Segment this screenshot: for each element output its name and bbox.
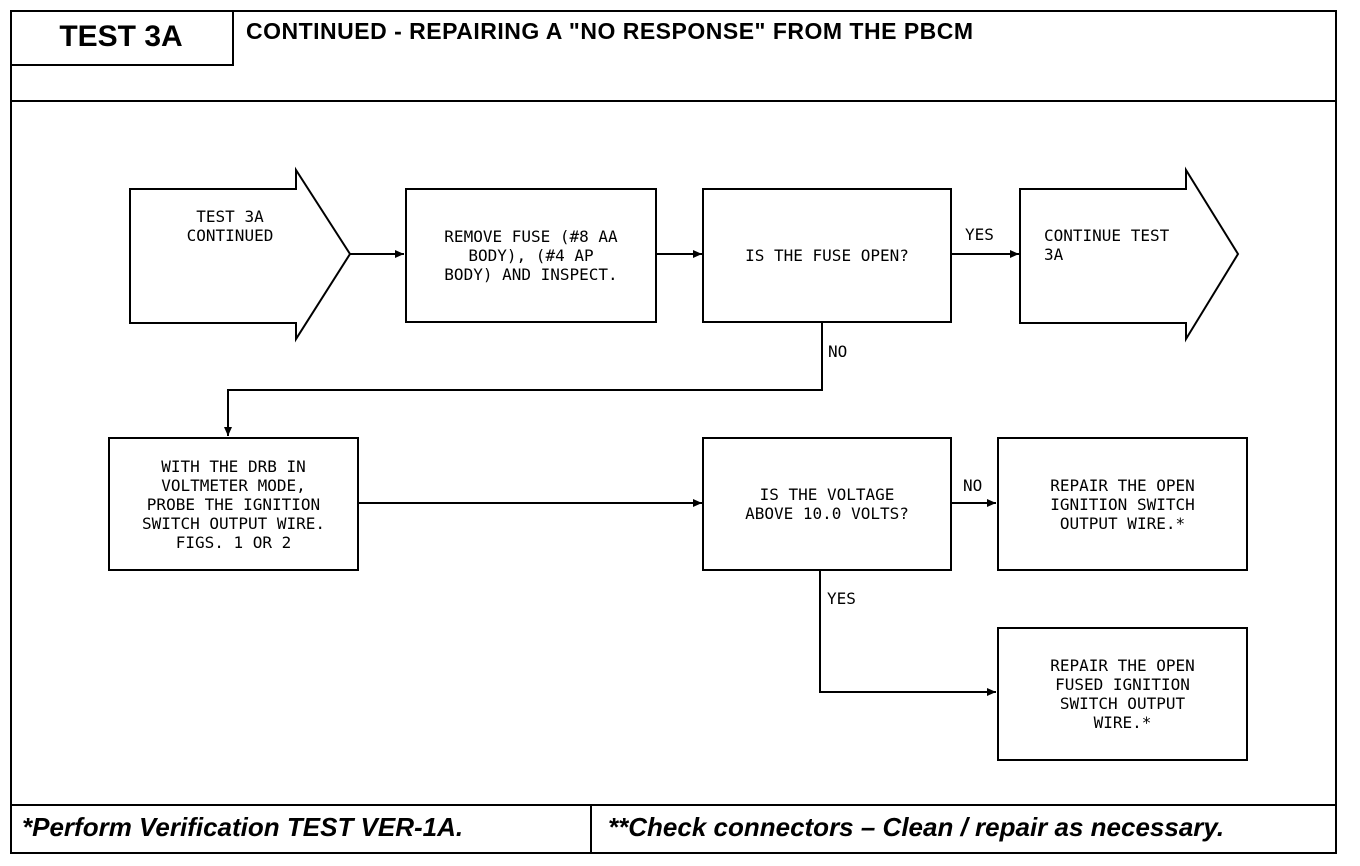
footer-separator [590,804,592,854]
test-label: TEST 3A [10,10,234,66]
repair-fused-wire-box: REPAIR THE OPEN FUSED IGNITION SWITCH OU… [997,627,1248,761]
repair-output-wire-box: REPAIR THE OPEN IGNITION SWITCH OUTPUT W… [997,437,1248,571]
start-arrow-shape [129,166,352,343]
yes-label-fuse: YES [965,225,994,244]
header-divider [10,100,1337,102]
remove-fuse-box: REMOVE FUSE (#8 AA BODY), (#4 AP BODY) A… [405,188,657,323]
yes-label-voltage: YES [827,589,856,608]
probe-box: WITH THE DRB IN VOLTMETER MODE, PROBE TH… [108,437,359,571]
no-label-fuse: NO [828,342,848,361]
footer-verification-note: *Perform Verification TEST VER-1A. [22,812,464,842]
footer-connectors-note: **Check connectors – Clean / repair as n… [608,812,1225,842]
connector-no-to-probe [224,323,823,436]
no-label-voltage: NO [963,476,983,495]
connector-yes-to-repair-fused [819,570,996,696]
continue-arrow-shape [1019,166,1240,343]
start-label: TEST 3A CONTINUED [186,207,274,245]
continue-label: CONTINUE TEST 3A [1044,226,1170,264]
page-frame [10,10,1337,854]
fuse-open-question-box: IS THE FUSE OPEN? [702,188,952,323]
footer-divider [10,804,1337,806]
page-title: CONTINUED - REPAIRING A "NO RESPONSE" FR… [246,18,974,44]
voltage-question-box: IS THE VOLTAGE ABOVE 10.0 VOLTS? [702,437,952,571]
